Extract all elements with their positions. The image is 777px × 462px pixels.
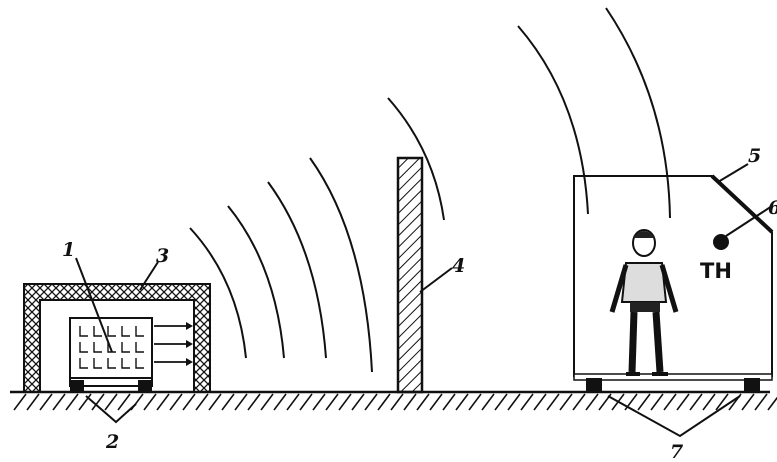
label-7: 7	[670, 441, 683, 462]
label-1: 1	[62, 239, 75, 261]
label-3: 3	[156, 245, 169, 267]
label-2: 2	[105, 431, 119, 453]
source-supports	[69, 377, 153, 392]
label-5: 5	[748, 145, 761, 167]
protective-cabin	[573, 174, 774, 381]
ground	[10, 390, 777, 411]
shield-barrier	[396, 156, 424, 394]
radiation-waves-left	[189, 97, 445, 373]
label-6: 6	[768, 197, 777, 219]
radiation-waves-right	[517, 7, 671, 219]
leader-lines	[75, 163, 749, 438]
shield-casing	[23, 283, 211, 393]
person-figure	[609, 229, 679, 376]
label-4: 4	[452, 255, 465, 277]
sensor	[713, 205, 773, 250]
cabin-supports	[586, 378, 760, 392]
sensor-text: TH	[700, 259, 732, 283]
emission-arrows	[154, 322, 193, 366]
